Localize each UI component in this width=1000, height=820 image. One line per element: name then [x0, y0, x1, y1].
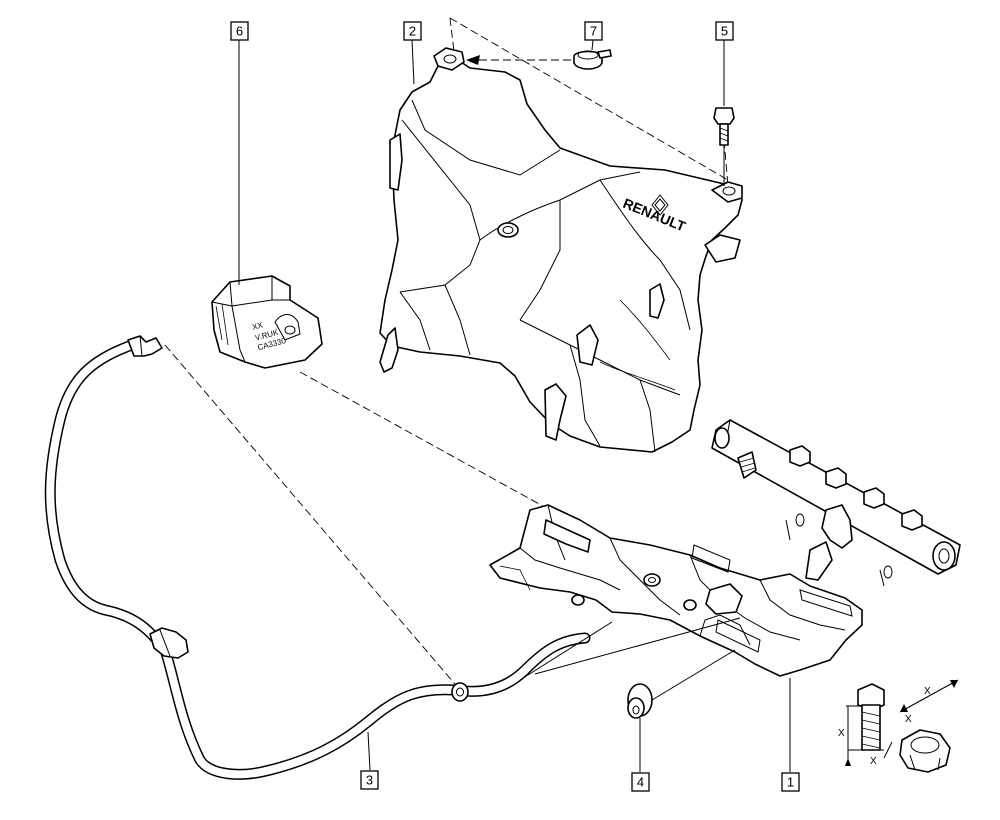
callout-2: 2	[403, 21, 422, 41]
grommet-4	[627, 683, 653, 719]
cap	[573, 49, 612, 70]
svg-text:3: 3	[366, 773, 373, 788]
callout-3: 3	[360, 770, 379, 790]
callout-4: 4	[631, 772, 650, 792]
callout-5: 5	[715, 21, 734, 41]
renault-logo-icon	[651, 194, 669, 216]
svg-text:4: 4	[637, 775, 644, 790]
callout-6: 6	[230, 21, 249, 41]
callout-7: 7	[584, 21, 603, 41]
dim-x-vertical: X	[838, 728, 845, 739]
engine-cover: RENAULT	[379, 47, 743, 453]
hose-to-bracket-line-2	[534, 617, 741, 675]
part-6-block: XX V.RUK CA3330	[211, 275, 323, 369]
svg-text:2: 2	[409, 24, 416, 39]
part6-mark-1: XX	[251, 320, 264, 332]
bolt-detail: X X X X	[838, 679, 959, 773]
dim-x-diag-top: X	[924, 686, 931, 697]
callout-leaders	[238, 39, 791, 772]
dim-x-bottom: X	[870, 756, 877, 767]
bolt-5	[713, 107, 735, 186]
hose	[44, 335, 591, 780]
svg-text:5: 5	[721, 24, 728, 39]
assembly-dashed-lines	[164, 17, 729, 691]
svg-text:6: 6	[236, 24, 243, 39]
bracket-housing	[489, 504, 863, 677]
svg-text:7: 7	[590, 24, 597, 39]
grommet-leader	[651, 649, 736, 701]
arrow-icon	[466, 55, 480, 65]
fuel-rail	[711, 419, 961, 587]
svg-text:1: 1	[787, 775, 794, 790]
hose-to-bracket-line-1	[519, 621, 613, 681]
callout-1: 1	[781, 772, 800, 792]
dim-x-diag-bottom: X	[905, 714, 912, 725]
